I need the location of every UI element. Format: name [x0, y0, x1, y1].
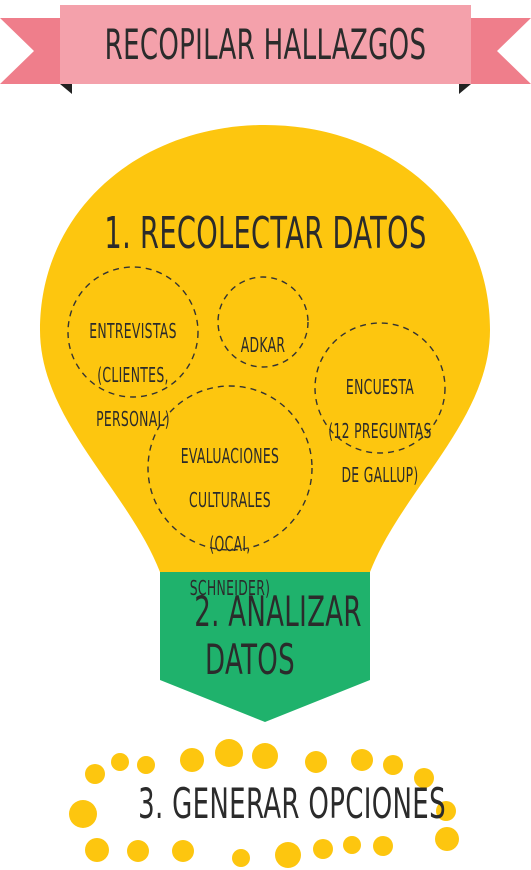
banner-right-tail — [463, 18, 531, 84]
analyze-base-arrow — [160, 572, 370, 722]
dot — [215, 739, 243, 767]
method-evaluaciones-line: CULTURALES — [189, 488, 271, 512]
method-adkar-label: ADKAR — [226, 312, 300, 378]
method-evaluaciones-line: SCHNEIDER) — [189, 576, 271, 600]
method-evaluaciones-line: (OCAI, — [209, 532, 251, 556]
dots-ring — [69, 739, 459, 868]
dot — [313, 839, 333, 859]
method-encuesta-line: (12 PREGUNTAS — [328, 419, 432, 443]
step2-title-line1: 2. ANALIZAR — [194, 587, 362, 636]
circle-adkar — [217, 276, 309, 368]
method-entrevistas-line: (CLIENTES, — [97, 363, 169, 387]
dot — [252, 743, 278, 769]
dot — [172, 840, 194, 862]
dot — [351, 749, 373, 771]
step2-title-line2: DATOS — [205, 635, 295, 684]
method-entrevistas-label: ENTREVISTAS (CLIENTES, PERSONAL) — [83, 298, 182, 452]
method-encuesta-line: ENCUESTA — [345, 375, 415, 399]
dot — [414, 768, 434, 788]
banner-right-fold — [459, 84, 471, 94]
dot — [137, 756, 155, 774]
dot — [275, 842, 301, 868]
banner-left-fold — [60, 84, 72, 94]
dot — [85, 764, 105, 784]
dot — [373, 836, 393, 856]
dot — [180, 748, 204, 772]
banner-title: RECOPILAR HALLAZGOS — [104, 20, 427, 69]
circle-entrevistas — [67, 266, 199, 398]
dot — [127, 840, 149, 862]
dot — [69, 800, 97, 828]
step3-title: 3. GENERAR OPCIONES — [138, 779, 446, 828]
dot — [232, 849, 250, 867]
dot — [305, 751, 327, 773]
dot — [343, 836, 361, 854]
method-evaluaciones-line: EVALUACIONES — [180, 444, 280, 468]
dot — [111, 753, 129, 771]
method-evaluaciones-label: EVALUACIONES CULTURALES (OCAI, SCHNEIDER… — [174, 423, 286, 621]
dot — [85, 838, 109, 862]
circle-encuesta — [314, 322, 446, 454]
method-entrevistas-line: PERSONAL) — [96, 407, 170, 431]
circle-evaluaciones — [147, 385, 313, 551]
step1-title: 1. RECOLECTAR DATOS — [104, 208, 427, 259]
method-entrevistas-line: ENTREVISTAS — [89, 319, 177, 343]
lightbulb-body — [40, 125, 490, 572]
method-adkar-line: ADKAR — [240, 333, 286, 357]
banner-body — [60, 5, 471, 84]
method-encuesta-line: DE GALLUP) — [341, 463, 419, 487]
method-encuesta-label: ENCUESTA (12 PREGUNTAS DE GALLUP) — [324, 354, 436, 508]
dot — [383, 755, 403, 775]
dot — [435, 827, 459, 851]
banner-left-tail — [0, 18, 68, 84]
dot — [436, 801, 456, 821]
